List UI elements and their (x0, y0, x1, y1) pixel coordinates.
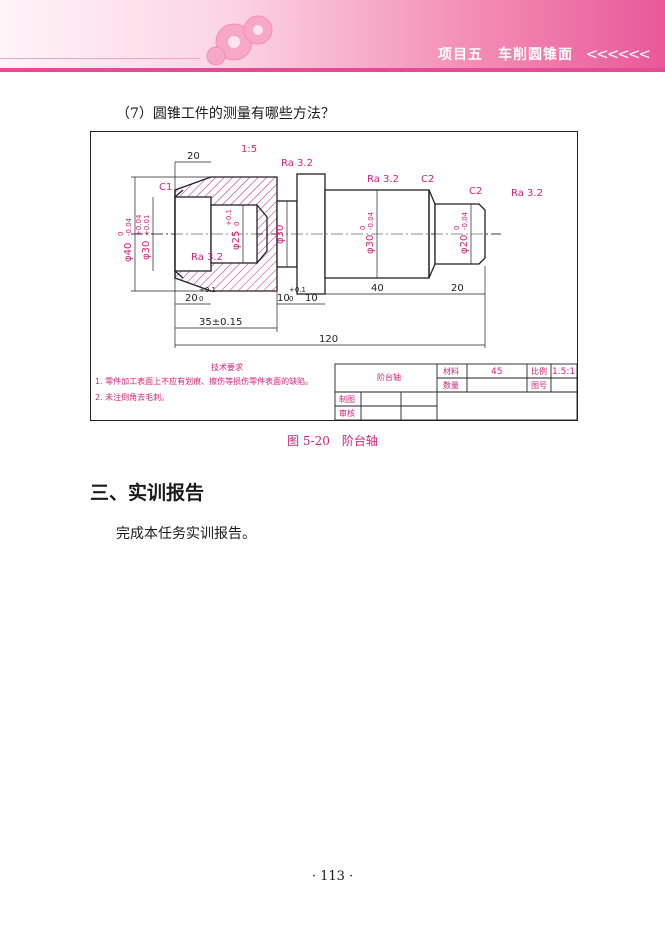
header-rule (0, 68, 665, 72)
header-banner (0, 0, 665, 72)
question-text: （7）圆锥工件的测量有哪些方法？ (116, 106, 335, 122)
label-dim-10-collar: 10 (305, 293, 318, 304)
label-ra-3: Ra 3.2 (511, 188, 543, 199)
header-title: 项目五 车削圆锥面 (438, 47, 573, 63)
engineering-drawing: 1:5 C1 Ra 3.2 Ra 3.2 C2 C2 Ra 3.2 Ra 3.2… (90, 131, 578, 421)
label-phi30-shaft: φ30 0 -0.04 (359, 211, 376, 254)
section-title: 三、实训报告 (90, 482, 205, 504)
svg-text:0: 0 (453, 226, 461, 230)
svg-text:+0.1: +0.1 (199, 286, 216, 294)
body-text: 完成本任务实训报告。 (116, 526, 256, 542)
svg-text:+0.01: +0.01 (143, 215, 151, 236)
svg-text:-0.04: -0.04 (461, 211, 469, 230)
title-block-material: 45 (491, 367, 502, 377)
svg-text:φ30: φ30 (141, 241, 152, 260)
svg-text:0: 0 (289, 295, 293, 303)
svg-text:φ40: φ40 (123, 243, 134, 262)
label-ra-1: Ra 3.2 (281, 158, 313, 169)
svg-text:数量: 数量 (443, 380, 459, 390)
label-taper: 1:5 (241, 144, 257, 155)
label-c2-a: C2 (421, 174, 434, 185)
svg-text:φ20: φ20 (459, 235, 470, 254)
svg-text:0: 0 (359, 226, 367, 230)
label-dim-20-end: 20 (451, 283, 464, 294)
label-dim-20-top: 20 (187, 151, 200, 162)
label-c1: C1 (159, 182, 172, 193)
svg-text:φ25: φ25 (231, 231, 242, 250)
svg-text:φ30: φ30 (275, 225, 286, 244)
svg-text:-0.04: -0.04 (367, 211, 375, 230)
label-ra-2: Ra 3.2 (367, 174, 399, 185)
gears-icon (206, 15, 273, 66)
svg-text:-0.04: -0.04 (125, 217, 133, 236)
svg-text:0: 0 (199, 295, 203, 303)
svg-text:图号: 图号 (531, 381, 547, 390)
svg-text:+0.1: +0.1 (289, 286, 306, 294)
label-dim-10-groove: 10 (277, 293, 290, 304)
tech-note-2: 2. 未注倒角去毛刺。 (95, 392, 169, 402)
label-phi30-mid: φ30 (275, 225, 286, 244)
label-dim-20-depth: 20 (185, 293, 198, 304)
page-number: · 113 · (311, 869, 354, 884)
tech-note-1: 1. 零件加工表面上不应有划痕、擦伤等损伤零件表面的缺陷。 (95, 376, 313, 386)
svg-text:审核: 审核 (339, 408, 355, 418)
svg-text:+0.1: +0.1 (225, 209, 233, 226)
title-block-part-name: 阶台轴 (377, 372, 401, 382)
label-dim-35: 35±0.15 (199, 317, 242, 328)
label-phi30-bore: φ30 +0.04 +0.01 (135, 214, 152, 260)
label-dim-40: 40 (371, 283, 384, 294)
label-phi40: φ40 0 -0.04 (117, 217, 134, 262)
svg-text:0: 0 (117, 232, 125, 236)
tech-title: 技术要求 (211, 362, 243, 372)
svg-text:制图: 制图 (339, 394, 355, 404)
svg-text:φ30: φ30 (365, 235, 376, 254)
svg-text:比例: 比例 (531, 366, 547, 376)
svg-text:+0.04: +0.04 (135, 214, 143, 236)
label-phi25: φ25 +0.1 0 (225, 209, 242, 250)
label-phi20: φ20 0 -0.04 (453, 211, 470, 254)
figure-caption: 图 5-20 阶台轴 (287, 434, 378, 448)
title-block (334, 363, 578, 421)
title-block-scale: 1.5:1 (552, 367, 575, 377)
label-dim-120: 120 (319, 334, 338, 345)
label-ra-4: Ra 3.2 (191, 252, 223, 263)
svg-text:0: 0 (233, 222, 241, 226)
svg-text:材料: 材料 (443, 366, 459, 376)
label-c2-b: C2 (469, 186, 482, 197)
header-chevrons: <<<<<< (585, 45, 651, 63)
header-thin-rule (0, 58, 200, 59)
